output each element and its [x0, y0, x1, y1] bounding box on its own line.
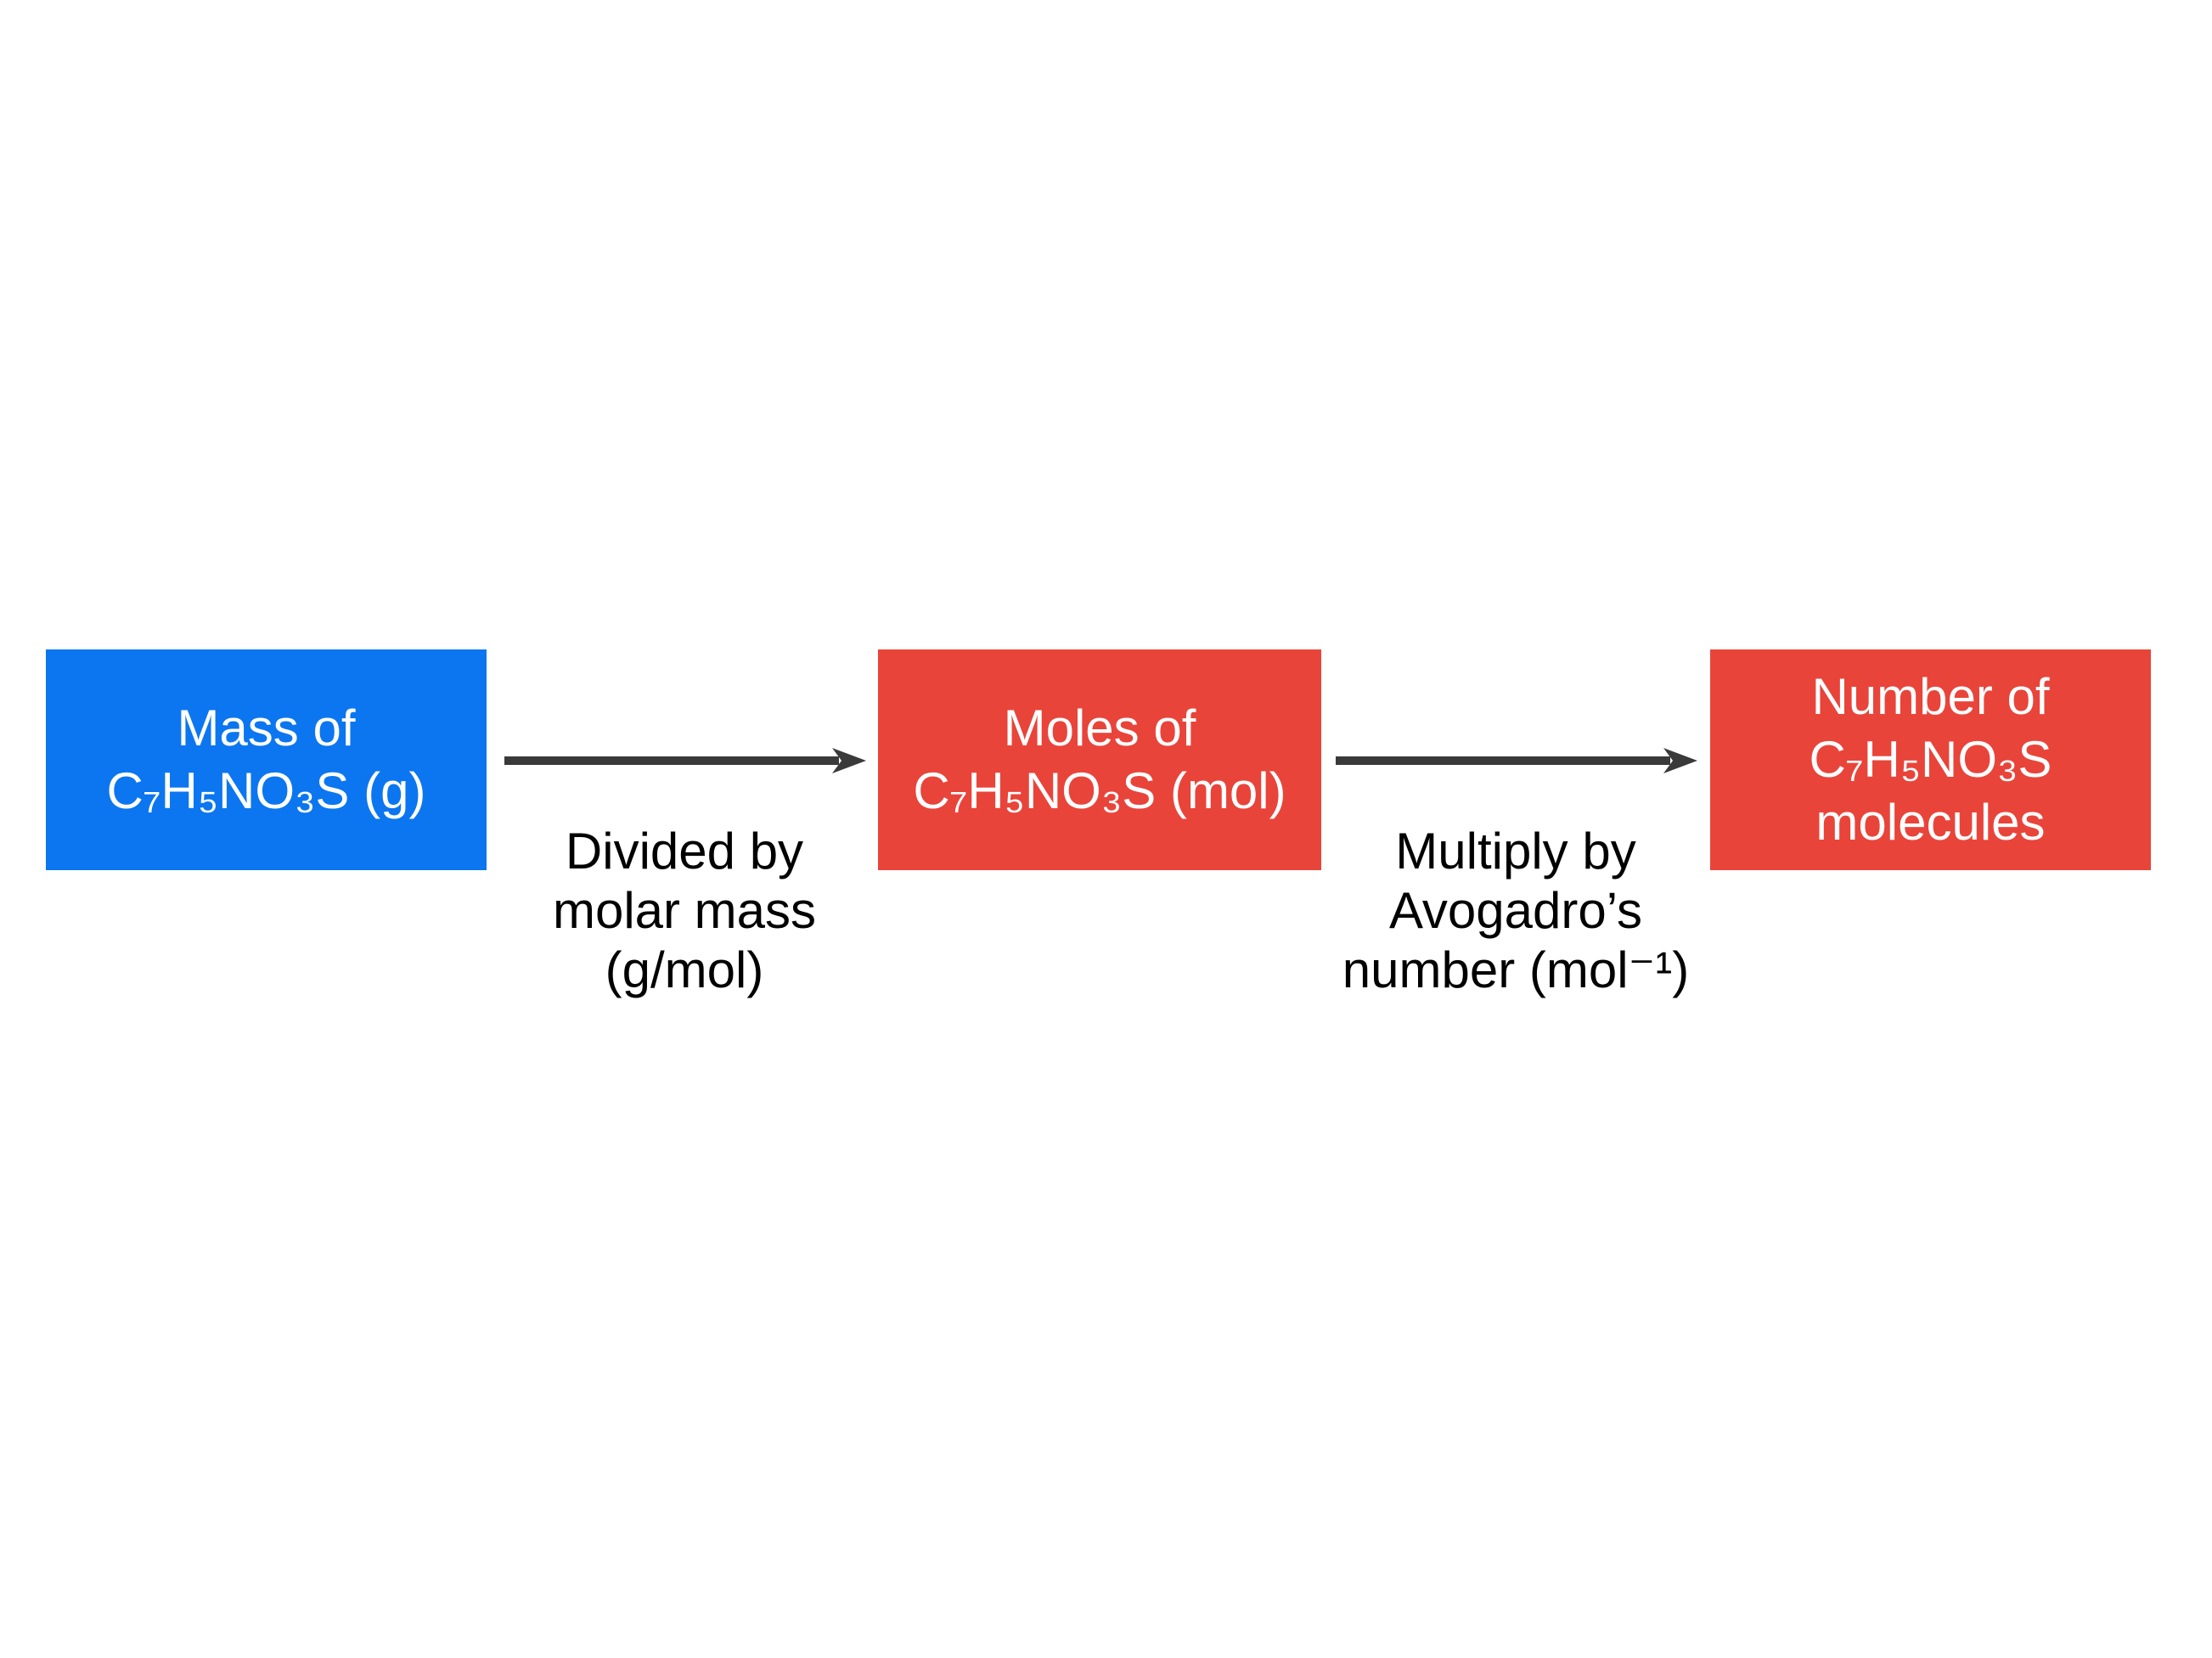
moles-box-label: Moles of C₇H₅NO₃S (mol): [913, 700, 1286, 819]
mass-box-label: Mass of C₇H₅NO₃S (g): [106, 700, 426, 819]
divide-arrow-icon: [504, 748, 866, 773]
molecules-box: Number of C₇H₅NO₃S molecules: [1710, 649, 2151, 870]
multiply-arrow-icon: [1336, 748, 1697, 773]
mass-box: Mass of C₇H₅NO₃S (g): [46, 649, 487, 870]
divide-arrow-label: Divided by molar mass (g/mol): [552, 823, 817, 998]
moles-box: Moles of C₇H₅NO₃S (mol): [878, 649, 1321, 870]
molecules-box-label: Number of C₇H₅NO₃S molecules: [1809, 668, 2052, 851]
multiply-arrow-label: Multiply by Avogadro’s number (mol⁻¹): [1342, 823, 1690, 998]
